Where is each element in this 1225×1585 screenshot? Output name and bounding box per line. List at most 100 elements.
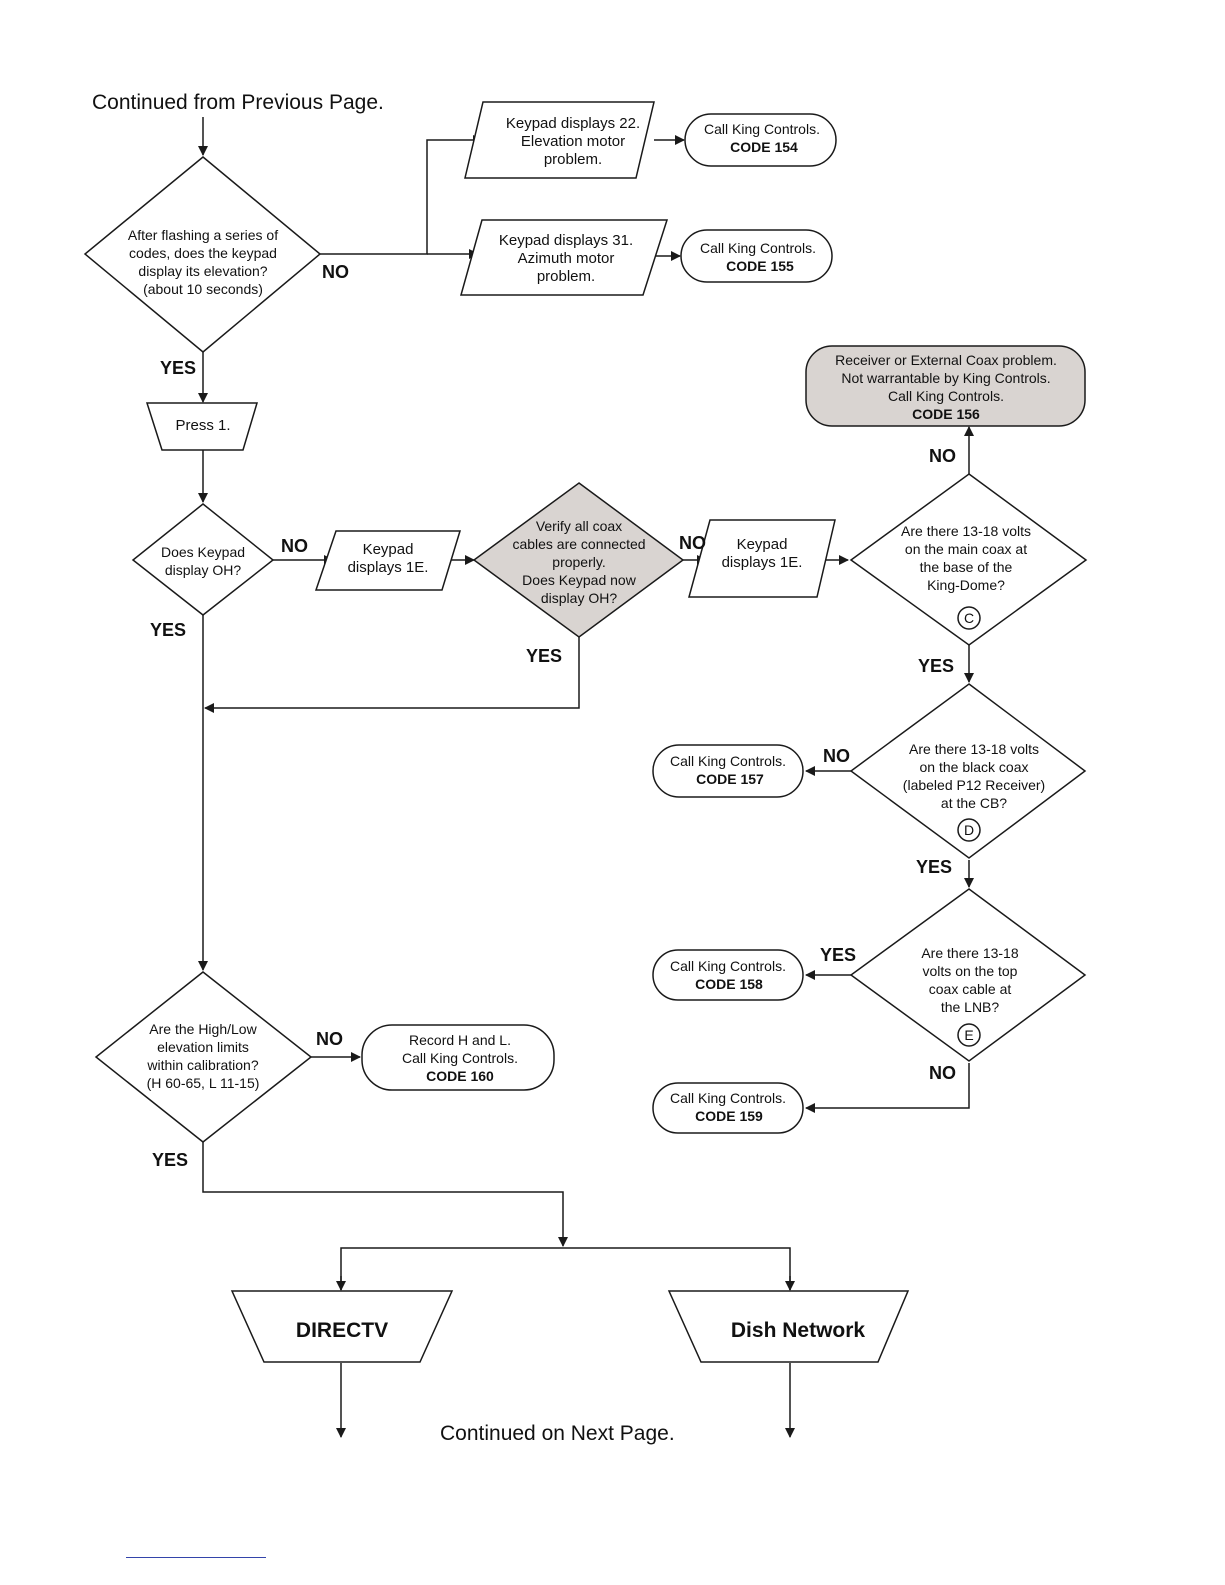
decision-black-line-1: Are there 13-18 volts <box>909 741 1039 757</box>
terminal-code-159-text: Call King Controls. <box>670 1090 786 1106</box>
terminal-code-160: Record H and L. Call King Controls. CODE… <box>361 1024 555 1091</box>
connectors <box>198 117 974 1438</box>
decision-black-line-2: on the black coax <box>920 759 1029 775</box>
io-keypad-31: Keypad displays 31. Azimuth motor proble… <box>460 219 669 296</box>
decision-main-line-3: the base of the <box>920 559 1013 575</box>
io-keypad-1e-b-line-2: displays 1E. <box>722 554 803 571</box>
manual-dish-network: Dish Network <box>667 1290 910 1363</box>
label-limits-no: NO <box>316 1029 343 1049</box>
label-oh-yes: YES <box>150 620 186 640</box>
decision-limits-line-2: elevation limits <box>157 1039 249 1055</box>
io-keypad-22-line-2: Elevation motor <box>521 133 625 150</box>
manual-directv-text: DIRECTV <box>296 1319 388 1342</box>
manual-dish-text: Dish Network <box>731 1319 866 1342</box>
arrow-elevation-to-kp22 <box>320 135 483 255</box>
label-black-no: NO <box>823 746 850 766</box>
decision-black-line-3: (labeled P12 Receiver) <box>903 777 1045 793</box>
label-verify-yes: YES <box>526 646 562 666</box>
decision-elevation: After flashing a series of codes, does t… <box>83 156 322 353</box>
arrow-limits-to-split <box>202 1142 568 1247</box>
decision-main-line-4: King-Dome? <box>927 577 1005 593</box>
decision-main-line-2: on the main coax at <box>905 541 1027 557</box>
terminal-code-160-line-2: Call King Controls. <box>402 1050 518 1066</box>
io-keypad-31-line-1: Keypad displays 31. <box>499 232 633 249</box>
label-top-no: NO <box>929 1063 956 1083</box>
terminal-code-159: Call King Controls. CODE 159 <box>652 1082 804 1134</box>
io-keypad-1e-b-line-1: Keypad <box>737 536 788 553</box>
decision-verify-line-3: properly. <box>552 554 605 570</box>
split-bar <box>340 1247 791 1290</box>
io-keypad-22-line-3: problem. <box>544 151 602 168</box>
label-main-yes: YES <box>918 656 954 676</box>
terminal-code-156-line-2: Not warrantable by King Controls. <box>841 370 1050 386</box>
io-keypad-22: Keypad displays 22. Elevation motor prob… <box>464 101 655 179</box>
decision-top-line-2: volts on the top <box>923 963 1018 979</box>
decision-verify-line-1: Verify all coax <box>536 518 622 534</box>
continued-on-text: Continued on Next Page. <box>440 1422 675 1445</box>
decision-oh: Does Keypad display OH? <box>131 503 275 616</box>
terminal-code-155: Call King Controls. CODE 155 <box>680 229 833 283</box>
decision-oh-line-2: display OH? <box>165 562 241 578</box>
terminal-code-160-line-1: Record H and L. <box>409 1032 511 1048</box>
decision-main-line-1: Are there 13-18 volts <box>901 523 1031 539</box>
decision-top-line-4: the LNB? <box>941 999 1000 1015</box>
io-keypad-22-line-1: Keypad displays 22. <box>506 115 640 132</box>
decision-limits-line-4: (H 60-65, L 11-15) <box>147 1075 260 1091</box>
terminal-code-154-text: Call King Controls. <box>704 121 820 137</box>
label-elevation-no: NO <box>322 262 349 282</box>
terminal-code-156-line-1: Receiver or External Coax problem. <box>835 352 1057 368</box>
terminal-code-156-line-3: Call King Controls. <box>888 388 1004 404</box>
terminal-code-155-text: Call King Controls. <box>700 240 816 256</box>
io-keypad-31-line-2: Azimuth motor <box>518 250 615 267</box>
io-keypad-1e-b: Keypad displays 1E. <box>688 519 836 598</box>
io-keypad-1e-a-line-1: Keypad <box>363 541 414 558</box>
arrow-verify-yes-merge <box>204 637 580 713</box>
label-black-yes: YES <box>916 857 952 877</box>
arrow-top-to-code159 <box>805 1063 970 1113</box>
marker-e-label: E <box>964 1027 973 1043</box>
decision-elevation-line-2: codes, does the keypad <box>129 245 277 261</box>
decision-black-coax: Are there 13-18 volts on the black coax … <box>849 683 1087 859</box>
io-keypad-31-line-3: problem. <box>537 268 595 285</box>
manual-directv: DIRECTV <box>230 1290 454 1363</box>
decision-verify-line-2: cables are connected <box>512 536 645 552</box>
terminal-code-158: Call King Controls. CODE 158 <box>652 949 804 1001</box>
decision-elevation-line-1: After flashing a series of <box>128 227 278 243</box>
label-limits-yes: YES <box>152 1150 188 1170</box>
decision-limits-line-3: within calibration? <box>146 1057 258 1073</box>
terminal-code-154-code: CODE 154 <box>730 139 798 155</box>
continued-from-text: Continued from Previous Page. <box>92 91 384 114</box>
decision-black-line-4: at the CB? <box>941 795 1007 811</box>
terminal-code-154: Call King Controls. CODE 154 <box>684 113 837 167</box>
terminal-code-155-code: CODE 155 <box>726 258 794 274</box>
decision-verify-line-4: Does Keypad now <box>522 572 637 588</box>
marker-e-circle <box>957 1023 981 1047</box>
marker-d-circle <box>957 818 981 842</box>
label-verify-no: NO <box>679 533 706 553</box>
label-top-yes: YES <box>820 945 856 965</box>
terminal-code-157-text: Call King Controls. <box>670 753 786 769</box>
decision-elevation-line-3: display its elevation? <box>138 263 267 279</box>
decision-elevation-limits: Are the High/Low elevation limits within… <box>94 971 313 1143</box>
io-keypad-1e-a: Keypad displays 1E. <box>314 530 462 591</box>
decision-main-coax: Are there 13-18 volts on the main coax a… <box>849 473 1088 646</box>
decision-oh-line-1: Does Keypad <box>161 544 245 560</box>
label-main-no: NO <box>929 446 956 466</box>
terminal-code-156-code: CODE 156 <box>912 406 980 422</box>
marker-c-label: C <box>964 610 974 626</box>
label-elevation-yes: YES <box>160 358 196 378</box>
marker-d-label: D <box>964 822 974 838</box>
branch-labels: NO YES NO YES NO YES NO YES NO YES YES N… <box>150 262 956 1170</box>
decision-top-line-3: coax cable at <box>929 981 1012 997</box>
footer-rule <box>126 1557 266 1558</box>
terminal-code-158-code: CODE 158 <box>695 976 763 992</box>
terminal-code-160-code: CODE 160 <box>426 1068 494 1084</box>
decision-verify-line-5: display OH? <box>541 590 617 606</box>
decision-top-line-1: Are there 13-18 <box>921 945 1018 961</box>
decision-limits-line-1: Are the High/Low <box>149 1021 257 1037</box>
terminal-code-159-code: CODE 159 <box>695 1108 763 1124</box>
decision-top-coax: Are there 13-18 volts on the top coax ca… <box>849 888 1087 1062</box>
manual-press-1-text: Press 1. <box>175 417 230 434</box>
terminal-code-156: Receiver or External Coax problem. Not w… <box>805 345 1086 427</box>
